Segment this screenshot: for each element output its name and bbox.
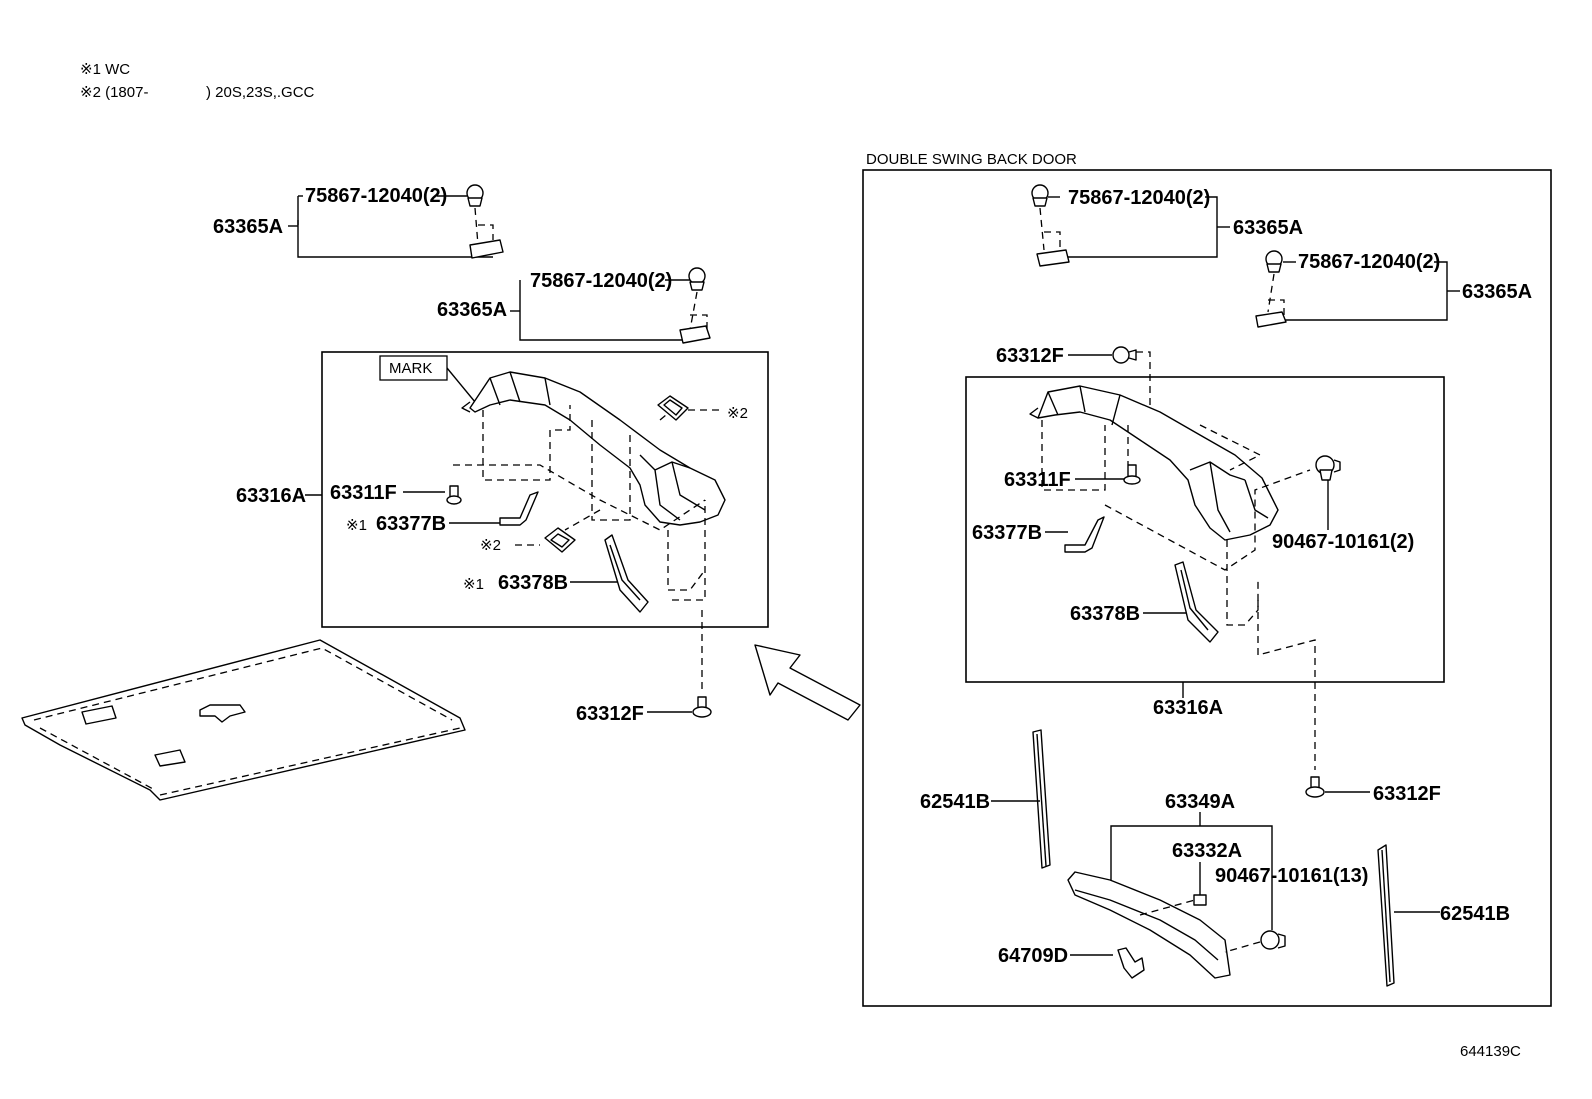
right-cap-63312F: 63312F xyxy=(996,345,1186,441)
note-date-range: ※2 (1807- xyxy=(80,84,148,101)
left-header-garnish xyxy=(461,371,726,526)
clip4-part-label: 90467-10161(13) xyxy=(1215,865,1368,887)
direction-arrow xyxy=(754,644,861,721)
note-grades: ) 20S,23S,.GCC xyxy=(206,84,315,101)
right-header-garnish xyxy=(1029,385,1279,541)
left-clip1-part-label: 75867-12040(2) xyxy=(305,185,447,207)
right-cap-label: 63312F xyxy=(996,345,1064,367)
left-assy-label: 63316A xyxy=(236,485,306,507)
weather-left-label: 62541B xyxy=(920,791,990,813)
right-clip2-assy-label: 63365A xyxy=(1462,281,1532,303)
right-clip-90467-13 xyxy=(1224,930,1286,953)
right-brace-label: 63378B xyxy=(1070,603,1140,625)
diagram-id: 644139C xyxy=(1460,1043,1521,1060)
right-clip-90467-2: 90467-10161(2) xyxy=(1272,455,1414,553)
left-bracket-63377B: ※1 63377B xyxy=(346,491,539,535)
right-bracket-label: 63377B xyxy=(972,522,1042,544)
left-clip1-assy-label: 63365A xyxy=(213,216,283,238)
left-clip-group-2: 75867-12040(2) 63365A xyxy=(437,267,711,344)
left-brace-63378B: ※1 63378B xyxy=(463,534,649,613)
mark-label: MARK xyxy=(389,360,432,377)
clip-icon xyxy=(1031,184,1070,267)
panel-a-label: 63349A xyxy=(1165,791,1235,813)
right-brace-63378B: 63378B xyxy=(1070,561,1219,643)
left-brace-label: 63378B xyxy=(498,572,568,594)
left-screw-63311F: 63311F xyxy=(330,482,462,505)
left-assembly-box xyxy=(321,351,769,628)
right-clip1-part-label: 75867-12040(2) xyxy=(1068,187,1210,209)
right-dash-lines xyxy=(1041,420,1316,770)
left-brace-ref: ※1 xyxy=(463,576,484,593)
left-clip-group-1: 75867-12040(2) 63365A xyxy=(213,184,504,259)
clip-icon xyxy=(466,184,504,259)
left-screw-63312F: 63312F xyxy=(576,696,712,725)
left-screw-label: 63311F xyxy=(330,482,397,504)
right-screw-63311F: 63311F xyxy=(1004,464,1141,491)
right-clip-group-2: 75867-12040(2) 63365A xyxy=(1255,250,1532,328)
left-clip2-part-label: 75867-12040(2) xyxy=(530,270,672,292)
note-wc: ※1 WC xyxy=(80,61,130,78)
right-clip-group-1: 75867-12040(2) 63365A xyxy=(1031,184,1303,267)
right-weatherstrip-right: 62541B xyxy=(1377,844,1510,987)
left-bracket-ref: ※1 xyxy=(346,517,367,534)
hook-label: 64709D xyxy=(998,945,1068,967)
panel-b-label: 63332A xyxy=(1172,840,1242,862)
right-panel-group: 63349A 63332A 90467-10161(13) xyxy=(1067,791,1368,979)
left-ref2-top: ※2 xyxy=(727,405,748,422)
right-assy-label: 63316A xyxy=(1153,697,1223,719)
right-clip3-part-label: 90467-10161(2) xyxy=(1272,531,1414,553)
right-bottom-screw-label: 63312F xyxy=(1373,783,1441,805)
left-bracket-label: 63377B xyxy=(376,513,446,535)
weather-right-label: 62541B xyxy=(1440,903,1510,925)
left-bottom-screw-label: 63312F xyxy=(576,703,644,725)
clip-icon xyxy=(1255,250,1287,328)
right-clip1-assy-label: 63365A xyxy=(1233,217,1303,239)
roof-headliner xyxy=(21,639,466,801)
right-frame xyxy=(862,169,1552,1007)
right-assembly-box xyxy=(965,376,1445,683)
left-pad-ref: ※2 xyxy=(480,537,501,554)
right-screw-label: 63311F xyxy=(1004,469,1071,491)
right-hook-64709D: 64709D xyxy=(998,945,1145,979)
left-pad-bottom: ※2 xyxy=(480,527,576,554)
left-pad-top: ※2 xyxy=(657,395,748,422)
right-bracket-63377B: 63377B xyxy=(972,516,1105,553)
right-title: DOUBLE SWING BACK DOOR xyxy=(866,151,1077,168)
left-clip2-assy-label: 63365A xyxy=(437,299,507,321)
left-dash-lines xyxy=(453,405,706,692)
right-clip2-part-label: 75867-12040(2) xyxy=(1298,251,1440,273)
right-weatherstrip-left: 62541B xyxy=(920,729,1051,869)
clip-icon xyxy=(679,267,711,344)
right-screw-63312F: 63312F xyxy=(1305,776,1441,805)
